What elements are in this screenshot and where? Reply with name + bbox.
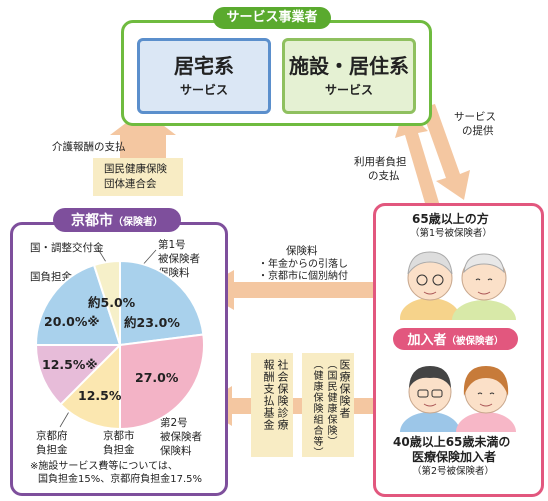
copay-line1: 利用者負担 xyxy=(354,156,407,168)
home-service-box: 居宅系 サービス xyxy=(137,38,271,114)
city-title-pill: 京都市（保険者） xyxy=(53,208,181,232)
elderly-couple-illustration xyxy=(400,251,516,320)
federation-box: 国民健康保険 団体連合会 xyxy=(93,158,183,196)
middle-aged-couple-illustration xyxy=(400,366,516,432)
pie-label-national-adj: 約5.0% xyxy=(88,295,136,310)
pie-slice-2 xyxy=(59,342,121,431)
leader-national-adj xyxy=(97,248,107,263)
city-sub: （保険者） xyxy=(113,217,163,228)
facility-service-sub: サービス xyxy=(324,83,373,97)
pie-label-cat1: 約23.0% xyxy=(124,315,180,330)
insurer-line3: （健康保険組合等） xyxy=(311,359,322,458)
pie-label-cat2: 27.0% xyxy=(135,370,179,385)
over65-sub: （第1号被保険者） xyxy=(410,228,493,239)
pie-label-city: 12.5% xyxy=(78,388,122,403)
city-title: 京都市 xyxy=(71,213,113,229)
member-badge: 加入者（被保険者） xyxy=(393,328,518,350)
age40-sub: （第2号被保険者） xyxy=(412,466,495,477)
label-pref-1: 京都府 xyxy=(36,430,68,442)
premium-line1: ・年金からの引落し xyxy=(258,259,348,270)
over65-title: 65歳以上の方 xyxy=(412,212,489,226)
age40-title2: 医療保険加入者 xyxy=(412,450,497,464)
insurer-line1: 医療保険者 xyxy=(338,359,351,419)
label-cat2-1: 第2号 xyxy=(160,417,188,429)
badge-sub: （被保険者） xyxy=(446,336,504,347)
premium-title: 保険料 xyxy=(286,245,318,257)
premium-line2: ・京都市に個別納付 xyxy=(258,271,348,282)
label-national-adj: 国・調整交付金 xyxy=(30,242,104,254)
pie-slice-4 xyxy=(34,263,122,346)
badge-title: 加入者 xyxy=(407,333,447,348)
federation-line1: 国民健康保険 xyxy=(104,163,167,175)
label-cat2-3: 保険料 xyxy=(160,445,192,457)
pie-label-national: 20.0%※ xyxy=(44,314,100,329)
fund-box: 社会保険診療 報酬支払基金 xyxy=(251,353,293,457)
label-cat1-1: 第1号 xyxy=(158,239,186,251)
provision-line1: サービス xyxy=(454,111,496,123)
city-note-2: 国負担金15%、京都府負担金17.5% xyxy=(38,474,202,485)
provision-line2: の提供 xyxy=(462,125,494,137)
label-city-2: 負担金 xyxy=(103,444,135,456)
insurer-line2: （国民健康保険） xyxy=(325,359,336,447)
label-city-1: 京都市 xyxy=(103,430,135,442)
remuneration-label: 介護報酬の支払 xyxy=(52,141,126,153)
label-pref-2: 負担金 xyxy=(36,444,68,456)
provision-arrow xyxy=(421,104,470,200)
label-cat2-2: 被保険者 xyxy=(160,431,202,443)
city-note-1: ※施設サービス費等については、 xyxy=(30,461,178,472)
leader-pref xyxy=(59,409,71,428)
facility-service-title: 施設・居住系 xyxy=(289,54,409,78)
fund-line2: 報酬支払基金 xyxy=(262,359,275,431)
facility-service-box: 施設・居住系 サービス xyxy=(282,38,416,114)
copay-line2: の支払 xyxy=(368,170,400,182)
label-national: 国負担金 xyxy=(30,271,72,283)
federation-line2: 団体連合会 xyxy=(104,178,157,190)
provider-title: サービス事業者 xyxy=(213,7,331,29)
premium-arrow xyxy=(200,270,374,310)
pie-slice-1 xyxy=(119,333,205,431)
fund-line1: 社会保険診療 xyxy=(276,359,289,431)
funding-pie xyxy=(34,259,205,431)
insurer-box: 医療保険者 （国民健康保険） （健康保険組合等） xyxy=(302,353,354,458)
members-box xyxy=(373,203,544,497)
label-cat1-2: 被保険者 xyxy=(158,253,200,265)
age40-title1: 40歳以上65歳未満の xyxy=(393,435,511,449)
home-service-title: 居宅系 xyxy=(174,54,234,78)
pie-slice-5 xyxy=(92,259,121,346)
pie-slice-3 xyxy=(34,344,123,406)
home-service-sub: サービス xyxy=(179,83,228,97)
copay-arrow xyxy=(395,108,440,210)
pie-label-pref: 12.5%※ xyxy=(42,357,98,372)
pie-slice-0 xyxy=(119,259,205,347)
